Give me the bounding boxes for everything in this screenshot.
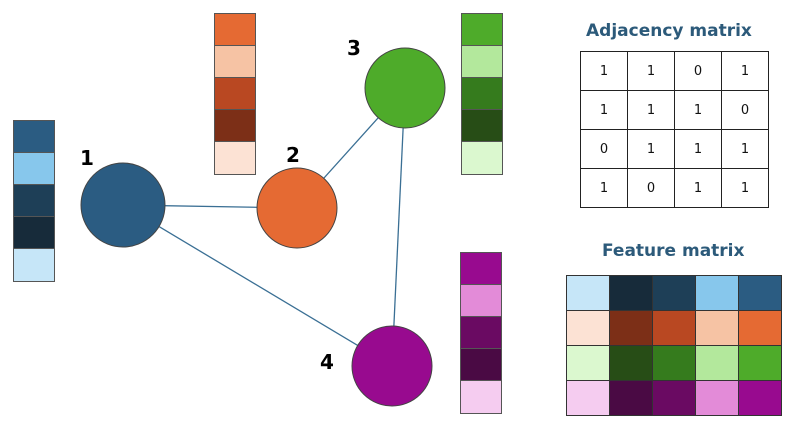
adjacency-cell-4-1: 1 <box>580 168 628 208</box>
adjacency-cell-3-2: 1 <box>627 129 675 169</box>
feature-cell-node-4-3 <box>461 317 501 349</box>
feature-matrix-cell-4-1 <box>566 380 610 416</box>
adjacency-cell-2-3: 1 <box>674 90 722 130</box>
feature-matrix-title: Feature matrix <box>602 241 745 261</box>
feature-matrix-cell-1-5 <box>738 275 782 311</box>
adjacency-cell-2-2: 1 <box>627 90 675 130</box>
adjacency-cell-3-4: 1 <box>721 129 769 169</box>
adjacency-matrix-title: Adjacency matrix <box>586 21 752 41</box>
feature-cell-node-3-1 <box>462 14 502 46</box>
node-label-2: 2 <box>286 143 300 167</box>
adjacency-cell-3-3: 1 <box>674 129 722 169</box>
node-3 <box>364 47 446 129</box>
feature-matrix <box>566 275 782 416</box>
adjacency-cell-2-4: 0 <box>721 90 769 130</box>
node-2 <box>256 167 338 249</box>
feature-matrix-cell-4-5 <box>738 380 782 416</box>
feature-vector-node-1 <box>13 120 55 282</box>
feature-cell-node-2-3 <box>215 78 255 110</box>
feature-matrix-cell-3-1 <box>566 345 610 381</box>
feature-cell-node-4-4 <box>461 349 501 381</box>
feature-cell-node-1-2 <box>14 153 54 185</box>
adjacency-cell-1-3: 0 <box>674 51 722 91</box>
edge-3-4 <box>391 87 406 367</box>
feature-matrix-cell-2-3 <box>652 310 696 346</box>
node-4 <box>351 325 433 407</box>
feature-vector-node-2 <box>214 13 256 175</box>
adjacency-cell-1-1: 1 <box>580 51 628 91</box>
feature-vector-node-4 <box>460 252 502 414</box>
feature-cell-node-1-3 <box>14 185 54 217</box>
feature-cell-node-3-3 <box>462 78 502 110</box>
feature-vector-node-3 <box>461 13 503 175</box>
feature-row-2 <box>566 310 782 346</box>
feature-row-4 <box>566 380 782 416</box>
adjacency-cell-4-2: 0 <box>627 168 675 208</box>
feature-matrix-cell-3-3 <box>652 345 696 381</box>
adjacency-cell-2-1: 1 <box>580 90 628 130</box>
feature-matrix-cell-1-1 <box>566 275 610 311</box>
feature-cell-node-2-2 <box>215 46 255 78</box>
feature-cell-node-1-4 <box>14 217 54 249</box>
feature-matrix-cell-3-4 <box>695 345 739 381</box>
feature-matrix-cell-1-4 <box>695 275 739 311</box>
feature-matrix-cell-4-3 <box>652 380 696 416</box>
feature-matrix-cell-2-4 <box>695 310 739 346</box>
feature-matrix-cell-4-2 <box>609 380 653 416</box>
feature-matrix-cell-4-4 <box>695 380 739 416</box>
node-label-4: 4 <box>320 350 334 374</box>
feature-matrix-cell-2-2 <box>609 310 653 346</box>
feature-cell-node-3-4 <box>462 110 502 142</box>
feature-cell-node-4-1 <box>461 253 501 285</box>
feature-cell-node-2-5 <box>215 142 255 174</box>
feature-cell-node-1-1 <box>14 121 54 153</box>
edge-1-4 <box>122 204 393 367</box>
feature-cell-node-2-4 <box>215 110 255 142</box>
feature-cell-node-4-2 <box>461 285 501 317</box>
feature-matrix-cell-2-1 <box>566 310 610 346</box>
adjacency-cell-1-4: 1 <box>721 51 769 91</box>
feature-matrix-cell-1-3 <box>652 275 696 311</box>
node-label-3: 3 <box>347 36 361 60</box>
feature-cell-node-3-5 <box>462 142 502 174</box>
node-1 <box>80 162 166 248</box>
feature-row-3 <box>566 345 782 381</box>
adjacency-cell-4-3: 1 <box>674 168 722 208</box>
feature-cell-node-1-5 <box>14 249 54 281</box>
feature-cell-node-4-5 <box>461 381 501 413</box>
feature-cell-node-3-2 <box>462 46 502 78</box>
feature-matrix-cell-3-5 <box>738 345 782 381</box>
feature-matrix-cell-2-5 <box>738 310 782 346</box>
feature-matrix-cell-3-2 <box>609 345 653 381</box>
feature-row-1 <box>566 275 782 311</box>
adjacency-cell-4-4: 1 <box>721 168 769 208</box>
adjacency-cell-3-1: 0 <box>580 129 628 169</box>
feature-matrix-cell-1-2 <box>609 275 653 311</box>
adjacency-cell-1-2: 1 <box>627 51 675 91</box>
node-label-1: 1 <box>80 146 94 170</box>
feature-cell-node-2-1 <box>215 14 255 46</box>
